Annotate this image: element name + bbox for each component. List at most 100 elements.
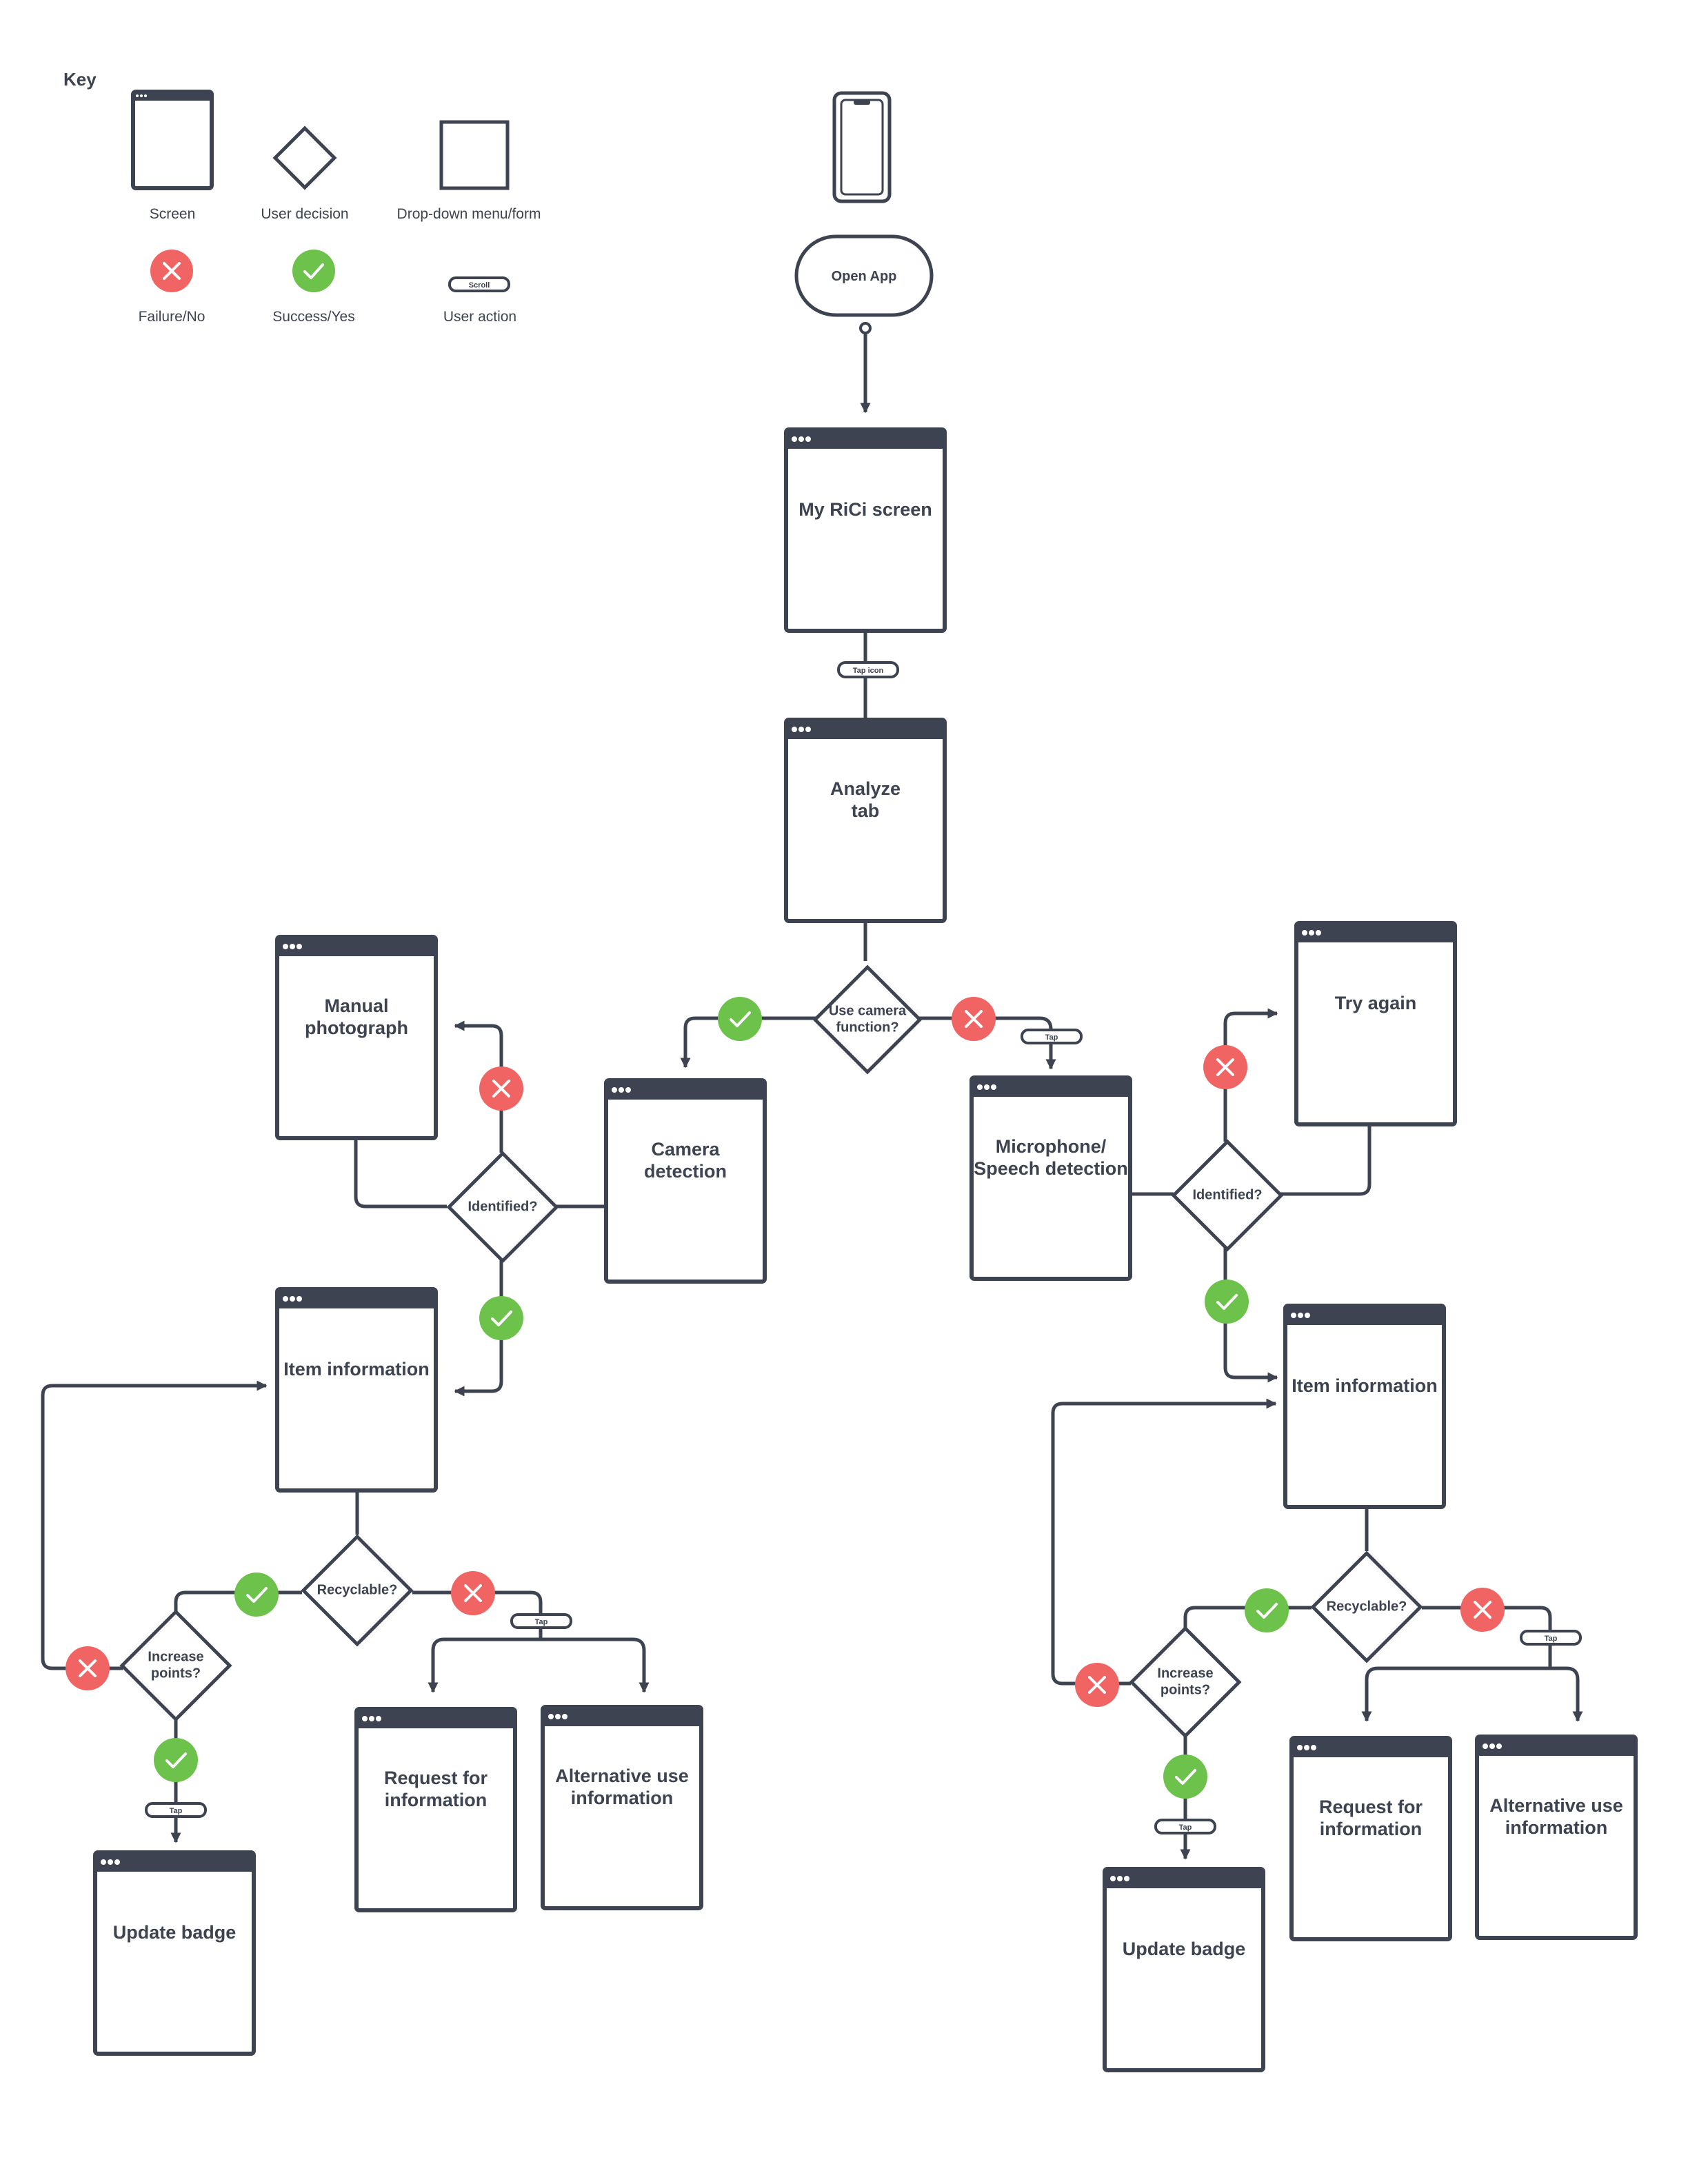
- phone-icon: [832, 91, 892, 203]
- screen-title: Item information: [1292, 1375, 1438, 1396]
- screen-title: Alternative use: [1489, 1795, 1623, 1816]
- decision-label: Increase: [1157, 1666, 1213, 1681]
- screen-title: photograph: [305, 1018, 408, 1038]
- legend-failure-label: Failure/No: [139, 309, 205, 325]
- decision-label: Identified?: [468, 1199, 537, 1214]
- failure-x-icon: [952, 997, 996, 1041]
- recyclable-decision-right[interactable]: Recyclable?: [1310, 1550, 1423, 1664]
- connectors: [41, 322, 1583, 1860]
- tap-label: Tap: [1045, 1033, 1058, 1042]
- legend-screen-label: Screen: [150, 206, 196, 222]
- tap-label: Tap: [170, 1807, 183, 1815]
- legend-success-label: Success/Yes: [272, 309, 354, 325]
- legend-decision-label: User decision: [261, 206, 348, 222]
- screen-title: information: [385, 1790, 488, 1810]
- tap-icon-action[interactable]: Tap icon: [837, 661, 899, 678]
- use-camera-decision[interactable]: Use camera function?: [812, 964, 923, 1075]
- tap-icon-label: Tap icon: [853, 667, 884, 675]
- success-check-icon: [1245, 1588, 1289, 1632]
- decision-label: Use camera: [829, 1003, 907, 1018]
- screen-title: detection: [644, 1161, 727, 1182]
- screen-title: Request for: [384, 1768, 488, 1788]
- screen-title: tab: [852, 800, 880, 821]
- legend-failure-icon: [150, 250, 193, 292]
- screen-title: Speech detection: [974, 1158, 1128, 1179]
- decision-label: Identified?: [1192, 1187, 1262, 1202]
- legend-user-action-label: User action: [443, 309, 516, 325]
- screen-title: information: [571, 1788, 674, 1808]
- decision-label: function?: [836, 1020, 898, 1035]
- screen-title: Item information: [283, 1359, 430, 1379]
- success-check-icon: [479, 1296, 523, 1340]
- failure-x-icon: [1203, 1045, 1247, 1089]
- open-app-node[interactable]: Open App: [794, 234, 934, 317]
- tap-action-left-badge[interactable]: Tap: [145, 1802, 207, 1818]
- outcome-badges: [66, 997, 1505, 1799]
- microphone-speech-detection-screen[interactable]: Microphone/Speech detection: [969, 1075, 1132, 1281]
- increase-points-decision-left[interactable]: Increase points?: [119, 1609, 232, 1722]
- screen-title: Update badge: [1123, 1939, 1246, 1959]
- screen-title: Analyze: [830, 778, 901, 799]
- success-check-icon: [718, 997, 762, 1041]
- tap-label: Tap: [1545, 1635, 1558, 1643]
- legend-dropdown-label: Drop-down menu/form: [397, 206, 541, 222]
- update-badge-screen-left[interactable]: Update badge: [93, 1850, 256, 2056]
- recyclable-decision-left[interactable]: Recyclable?: [301, 1534, 414, 1647]
- legend-user-action-icon: Scroll: [448, 276, 510, 292]
- screen-title: information: [1320, 1819, 1423, 1839]
- decisions: Use camera function? Identified? Identified…: [119, 964, 1423, 1739]
- tap-action-right-recyclable[interactable]: Tap: [1520, 1630, 1582, 1646]
- legend-screen-icon: [131, 90, 214, 190]
- screen-title: Try again: [1335, 993, 1417, 1013]
- success-check-icon: [1163, 1755, 1207, 1799]
- open-app-label: Open App: [832, 269, 897, 284]
- try-again-screen[interactable]: Try again: [1294, 921, 1457, 1126]
- screen-title: information: [1505, 1817, 1608, 1838]
- tap-action-right-badge[interactable]: Tap: [1154, 1819, 1216, 1834]
- tap-label: Tap: [535, 1618, 548, 1626]
- tap-action-left-recyclable[interactable]: Tap: [510, 1613, 572, 1629]
- legend-dropdown-icon: [439, 120, 510, 190]
- success-check-icon: [1205, 1280, 1249, 1324]
- item-information-screen-right[interactable]: Item information: [1283, 1304, 1446, 1509]
- failure-x-icon: [479, 1066, 523, 1111]
- screen-title: Camera: [651, 1139, 720, 1160]
- failure-x-icon: [66, 1646, 110, 1690]
- failure-x-icon: [451, 1571, 495, 1615]
- item-information-screen-left[interactable]: Item information: [275, 1287, 438, 1493]
- identified-decision-left[interactable]: Identified?: [446, 1151, 559, 1264]
- decision-label: Increase: [148, 1649, 203, 1664]
- tap-action-microphone[interactable]: Tap: [1021, 1029, 1083, 1044]
- screens: My RiCi screenAnalyzetabManualphotograph…: [93, 427, 1638, 2072]
- decision-label: points?: [151, 1666, 201, 1681]
- legend-success-icon: [292, 250, 335, 292]
- action-tags: Tap icon Tap Tap Tap Tap Tap: [145, 661, 1582, 1834]
- decision-label: Recyclable?: [1327, 1599, 1407, 1614]
- success-check-icon: [234, 1573, 279, 1617]
- legend-decision-icon: [272, 125, 337, 190]
- screen-title: Update badge: [113, 1922, 237, 1943]
- my-rici-screen[interactable]: My RiCi screen: [784, 427, 947, 633]
- failure-x-icon: [1460, 1588, 1505, 1632]
- screen-title: My RiCi screen: [798, 499, 932, 520]
- legend: Key Screen User decision Drop-down menu/…: [63, 69, 541, 325]
- decision-label: Recyclable?: [317, 1582, 398, 1597]
- screen-title: Request for: [1319, 1797, 1423, 1817]
- legend-scroll-tag: Scroll: [469, 281, 490, 290]
- update-badge-screen-right[interactable]: Update badge: [1103, 1867, 1265, 2072]
- identified-decision-right[interactable]: Identified?: [1171, 1139, 1284, 1252]
- screen-title: Manual: [324, 995, 388, 1016]
- failure-x-icon: [1075, 1663, 1119, 1707]
- decision-label: points?: [1160, 1682, 1210, 1697]
- success-check-icon: [154, 1738, 198, 1782]
- screen-title: Alternative use: [555, 1766, 689, 1786]
